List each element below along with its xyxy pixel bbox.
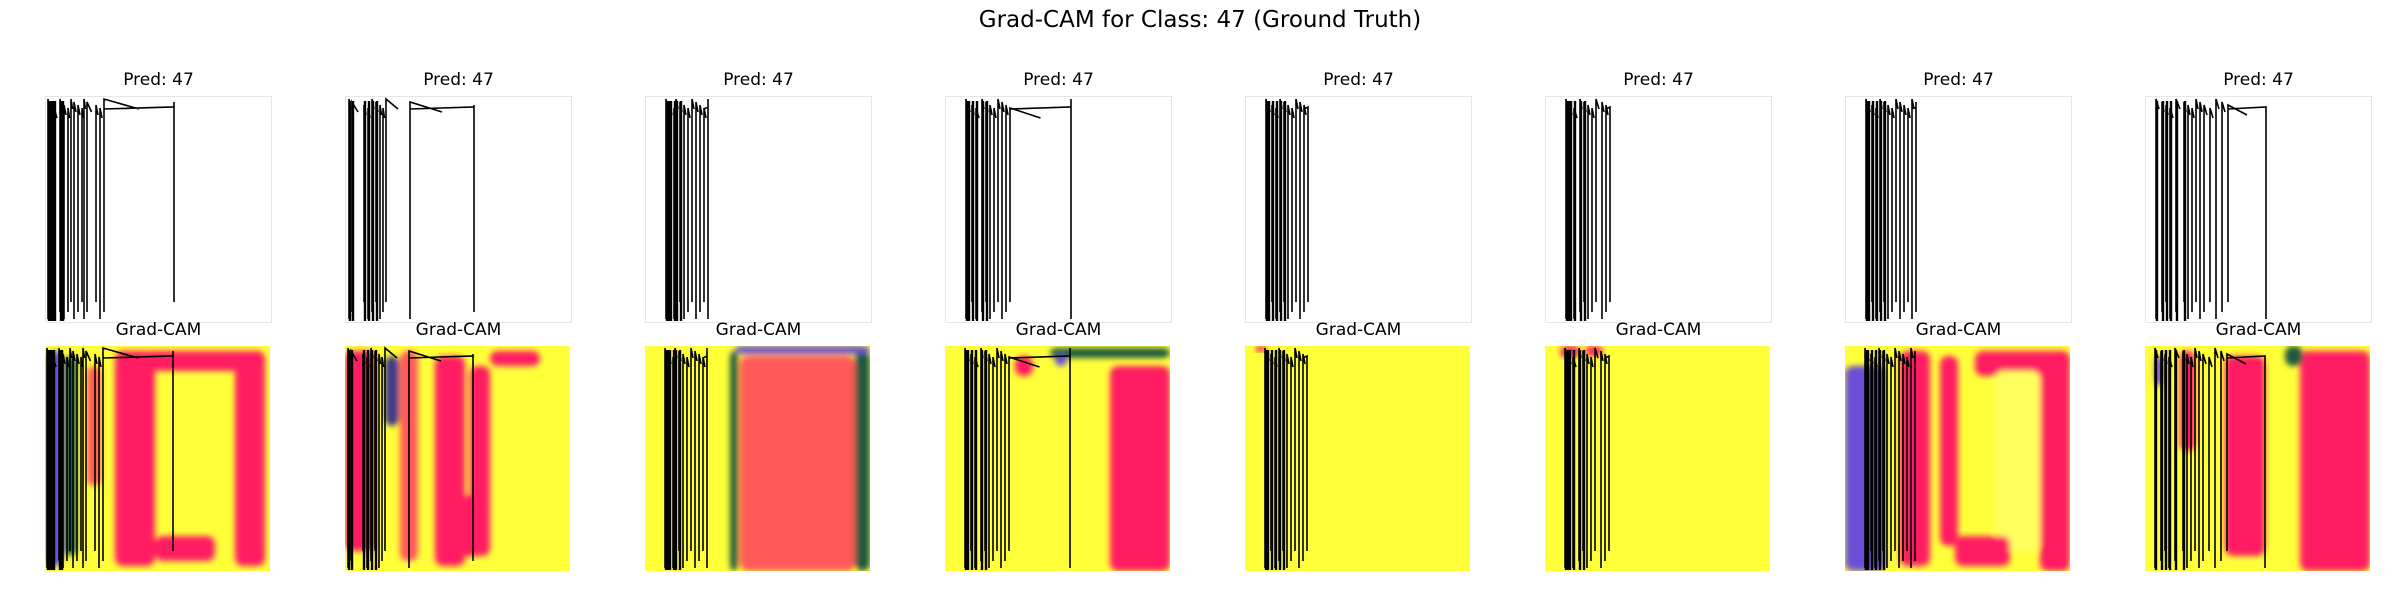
gradcam-heatmap [345,346,570,571]
pen-stroke [665,98,709,319]
panel-column-6: Pred: 47 Grad-CAM [1545,0,1772,600]
input-strokes-drawing [1265,98,1309,321]
gradcam-overlay-drawing [645,346,870,571]
pred-label: Pred: 47 [1623,70,1694,90]
pred-label: Pred: 47 [2223,70,2294,90]
pen-stroke [348,97,475,319]
heatmap-region [1940,356,1958,546]
panel-column-4: Pred: 47 Grad-CAM [945,0,1172,600]
panel-column-5: Pred: 47 Grad-CAM [1245,0,1472,600]
input-image [345,96,572,323]
heatmap-region [235,351,265,566]
input-strokes-drawing [1565,98,1611,321]
input-image [1845,96,2072,323]
gradcam-label: Grad-CAM [1915,320,2002,340]
input-strokes-drawing [1865,98,1917,321]
gradcam-label: Grad-CAM [1615,320,1702,340]
input-image [1545,96,1772,323]
input-strokes-drawing [47,97,175,321]
pen-stroke [965,98,1072,319]
heatmap-region [2040,356,2070,571]
heatmap-region [735,346,870,354]
input-strokes-drawing [965,98,1072,321]
gradcam-heatmap [945,346,1170,571]
gradcam-overlay-drawing [1545,346,1770,571]
heatmap-region [155,536,215,561]
input-image [1245,96,1472,323]
heatmap-region [1585,346,1603,356]
gradcam-overlay-drawing [1245,346,1470,571]
figure-title: Grad-CAM for Class: 47 (Ground Truth) [978,7,1422,33]
gradcam-overlay-drawing [2145,346,2370,571]
heatmap-region [1995,371,2040,551]
input-image [645,96,872,323]
pred-label: Pred: 47 [1023,70,1094,90]
input-image [945,96,1172,323]
heatmap-region [1955,536,2010,566]
heatmap-region [65,356,77,556]
panel-column-8: Pred: 47 Grad-CAM [2145,0,2372,600]
gradcam-label: Grad-CAM [115,320,202,340]
heatmap-region [2225,356,2265,556]
input-strokes-drawing [2155,98,2267,321]
heatmap-region [855,351,870,571]
heatmap-region [87,366,101,486]
pred-label: Pred: 47 [423,70,494,90]
input-strokes-drawing [348,97,475,321]
pred-label: Pred: 47 [1923,70,1994,90]
heatmap-region [1110,366,1170,571]
input-image [2145,96,2372,323]
gradcam-heatmap [1845,346,2070,571]
gradcam-heatmap [45,346,270,571]
pen-stroke [47,97,175,319]
panel-column-7: Pred: 47 Grad-CAM [1845,0,2072,600]
gradcam-label: Grad-CAM [715,320,802,340]
heatmap-region [1255,346,1267,352]
gradcam-overlay-drawing [945,346,1170,571]
panel-column-1: Pred: 47 Grad-CAM [45,0,272,600]
input-strokes-drawing [665,98,709,321]
heatmap-region [740,356,855,571]
gradcam-heatmap [1245,346,1470,571]
pred-label: Pred: 47 [1323,70,1394,90]
heatmap-region [385,356,399,426]
input-image [45,96,272,323]
gradcam-label: Grad-CAM [2215,320,2302,340]
gradcam-heatmap [2145,346,2370,571]
pred-label: Pred: 47 [123,70,194,90]
gradcam-heatmap [1545,346,1770,571]
heatmap-region [730,351,738,571]
heatmap-region [1050,348,1170,358]
gradcam-heatmap [645,346,870,571]
heatmap-region [490,351,540,366]
gradcam-label: Grad-CAM [1015,320,1102,340]
heatmap-region [435,496,490,556]
gradcam-label: Grad-CAM [1315,320,1402,340]
gradcam-overlay-drawing [45,346,270,571]
panel-column-2: Pred: 47 Grad-CAM [345,0,572,600]
heatmap-region [1015,356,1033,376]
pen-stroke [1565,98,1611,319]
panel-column-3: Pred: 47 Grad-CAM [645,0,872,600]
pred-label: Pred: 47 [723,70,794,90]
heatmap-region [2285,346,2303,366]
gradcam-label: Grad-CAM [415,320,502,340]
gradcam-overlay-drawing [345,346,570,571]
heatmap-region [115,351,155,566]
gradcam-overlay-drawing [1845,346,2070,571]
heatmap-region [2300,351,2370,571]
pen-stroke [2155,98,2267,319]
